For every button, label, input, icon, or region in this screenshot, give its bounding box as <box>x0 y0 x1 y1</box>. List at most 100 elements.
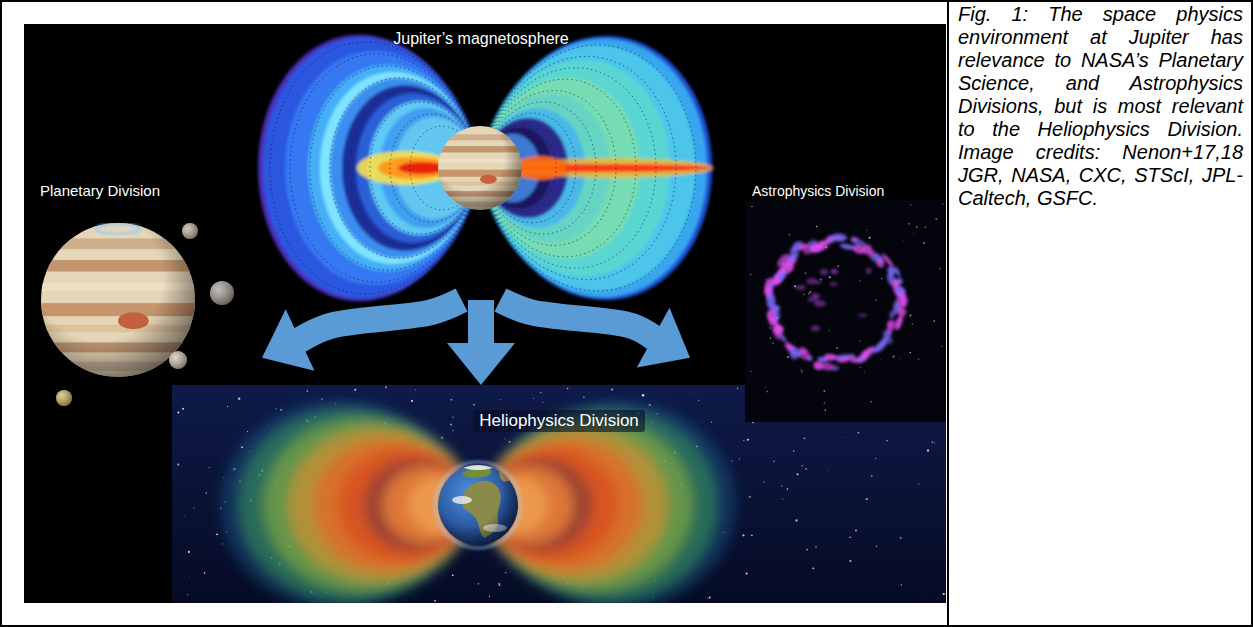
arrow-head <box>262 309 314 371</box>
star <box>902 240 904 242</box>
star <box>737 388 738 389</box>
moon-shade <box>210 281 234 305</box>
star <box>473 404 474 405</box>
star <box>823 402 825 404</box>
filament <box>783 341 795 353</box>
star <box>750 274 752 276</box>
star <box>707 598 708 599</box>
star <box>800 369 801 370</box>
star <box>489 596 490 597</box>
jupiter-planet <box>438 126 522 210</box>
star <box>913 232 915 234</box>
star <box>749 496 751 498</box>
filament <box>831 269 836 273</box>
star <box>886 440 887 441</box>
star <box>540 392 542 394</box>
star <box>880 359 882 361</box>
star <box>869 237 871 239</box>
star <box>751 206 753 208</box>
planet-shade <box>438 126 522 210</box>
moon-shade <box>56 390 72 406</box>
star <box>583 396 585 398</box>
star <box>858 432 860 434</box>
star <box>478 583 479 584</box>
star <box>812 567 814 569</box>
star <box>921 597 923 599</box>
black-panel <box>24 24 946 603</box>
star <box>177 412 179 414</box>
star <box>280 409 282 411</box>
moon <box>56 390 72 406</box>
star <box>642 394 644 396</box>
star <box>912 323 913 324</box>
caption-cell: Fig. 1: The space physics environment at… <box>950 2 1251 211</box>
figure-caption: Fig. 1: The space physics environment at… <box>958 3 1243 210</box>
arrow-head <box>447 343 515 385</box>
star <box>836 347 838 349</box>
star <box>910 204 912 206</box>
star <box>746 572 748 574</box>
star <box>567 388 569 390</box>
star <box>796 473 798 475</box>
earth-shade <box>438 465 518 545</box>
jupiter-planet <box>41 223 195 377</box>
star <box>765 387 766 388</box>
moon-shade <box>169 351 187 369</box>
star <box>866 230 867 231</box>
star <box>742 534 744 536</box>
panel-label: Heliophysics Division <box>473 410 645 432</box>
star <box>795 519 797 521</box>
star <box>238 397 240 399</box>
star <box>193 507 194 508</box>
magnetosphere-lobes <box>258 35 714 302</box>
star <box>908 223 910 225</box>
star <box>829 276 831 278</box>
planet-disc <box>41 223 195 377</box>
star <box>875 458 877 460</box>
star <box>709 597 711 599</box>
star <box>901 584 902 585</box>
filament <box>812 360 824 371</box>
arrow-shaft <box>298 300 461 341</box>
star <box>803 294 805 296</box>
image-panel: Jupiter’s magnetosphere <box>250 24 712 300</box>
filament <box>806 278 817 285</box>
moon <box>182 223 198 239</box>
star <box>900 537 902 539</box>
star <box>918 358 920 360</box>
star <box>876 546 877 547</box>
filament <box>832 269 838 275</box>
star <box>787 488 789 490</box>
star <box>711 422 712 423</box>
star <box>434 600 436 602</box>
star <box>751 534 753 536</box>
star <box>803 437 805 439</box>
star <box>321 398 323 400</box>
star <box>940 268 941 269</box>
star <box>177 463 179 465</box>
star <box>815 546 817 548</box>
star <box>927 449 929 451</box>
star <box>849 537 850 538</box>
image-panel: Planetary Division <box>24 176 262 425</box>
star <box>441 437 443 439</box>
star <box>806 549 808 551</box>
filament <box>814 300 826 307</box>
star <box>863 371 865 373</box>
cell-divider <box>947 1 949 626</box>
star <box>452 574 454 576</box>
star <box>473 597 475 599</box>
star <box>450 399 452 401</box>
star <box>505 572 507 574</box>
filament <box>796 285 806 290</box>
star <box>782 498 784 500</box>
star <box>772 342 774 344</box>
star <box>188 551 190 553</box>
arrow-connector <box>262 300 462 371</box>
star <box>892 356 894 358</box>
star <box>866 498 868 500</box>
star <box>898 357 900 359</box>
star <box>306 390 308 392</box>
